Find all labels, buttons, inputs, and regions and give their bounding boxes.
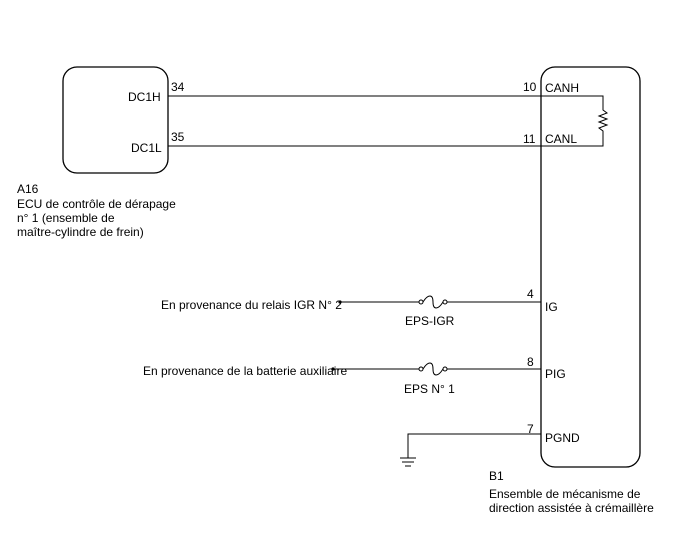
pin-7-number: 7 <box>527 422 534 436</box>
pin-dc1l-label: DC1L <box>131 141 162 155</box>
eps-igr-fuse-label: EPS-IGR <box>405 314 455 328</box>
pin-pig-label: PIG <box>545 367 566 381</box>
pin-ig-label: IG <box>545 300 558 314</box>
eps-no1-fuse-terminal-right <box>442 366 448 372</box>
assembly-b1-code: B1 <box>489 469 504 483</box>
igr-relay-source-label: En provenance du relais IGR N° 2 <box>161 298 342 312</box>
pin-10-number: 10 <box>523 80 537 94</box>
ecu-a16-code: A16 <box>17 182 39 196</box>
pin-canh-label: CANH <box>545 81 579 95</box>
eps-igr-fuse <box>422 295 444 309</box>
assembly-b1-name-line-2: direction assistée à crémaillère <box>489 501 654 515</box>
aux-battery-source-connector <box>331 367 335 371</box>
aux-battery-source-label: En provenance de la batterie auxiliaire <box>143 364 347 378</box>
assembly-b1-box <box>540 66 641 468</box>
pin-11-number: 11 <box>523 132 536 146</box>
pgnd-wire <box>407 433 541 458</box>
ground-icon <box>400 457 416 467</box>
ecu-a16-name-line-1: ECU de contrôle de dérapage <box>17 197 176 211</box>
pin-canl-label: CANL <box>545 132 577 146</box>
pin-8-number: 8 <box>527 355 534 369</box>
eps-no1-fuse-terminal-left <box>418 366 424 372</box>
pin-4-number: 4 <box>527 287 534 301</box>
pin-34-number: 34 <box>171 80 185 94</box>
pin-pgnd-label: PGND <box>545 431 580 445</box>
termination-resistor <box>541 95 609 147</box>
eps-no1-fuse-label: EPS N° 1 <box>404 382 455 396</box>
ecu-a16-name-line-2: n° 1 (ensemble de <box>17 211 115 225</box>
pin-35-number: 35 <box>171 130 185 144</box>
igr-source-connector <box>338 300 342 304</box>
eps-igr-fuse-terminal-left <box>418 299 424 305</box>
assembly-b1-name-line-1: Ensemble de mécanisme de <box>489 487 641 501</box>
pin-dc1h-label: DC1H <box>128 90 161 104</box>
eps-no1-fuse <box>422 362 444 376</box>
ecu-a16-name-line-3: maître-cylindre de frein) <box>17 225 144 239</box>
ecu-a16-box <box>62 66 169 174</box>
eps-igr-fuse-terminal-right <box>442 299 448 305</box>
